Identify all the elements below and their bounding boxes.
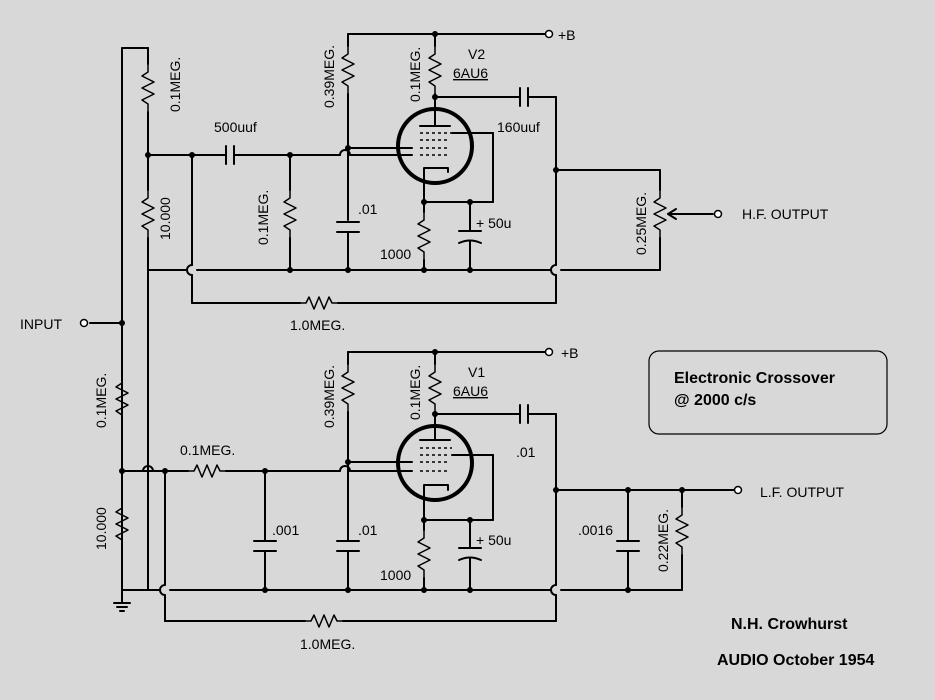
r-lf-screen-label: 0.39MEG. (321, 365, 337, 428)
lf-output-label: L.F. OUTPUT (760, 484, 844, 500)
c-hf-screen-label: .01 (358, 201, 378, 217)
v2-type-label: 6AU6 (453, 65, 488, 81)
r-hf-divider-top-label: 0.1MEG. (167, 57, 183, 112)
plus-b-label-hf: +B (558, 27, 576, 43)
c-lf-input-label: .001 (272, 522, 299, 538)
plus-b-label-lf: +B (561, 345, 579, 361)
v1-type-label: 6AU6 (453, 383, 488, 399)
v2-label: V2 (468, 46, 485, 62)
input-terminal[interactable] (79, 318, 89, 328)
r-hf-feedback-label: 1.0MEG. (290, 317, 345, 333)
hf-output-label: H.F. OUTPUT (742, 206, 829, 222)
credit-source: AUDIO October 1954 (717, 652, 874, 669)
r-lf-output-label: 0.22MEG. (655, 509, 671, 572)
tube-v2 (396, 107, 474, 185)
input-label: INPUT (20, 316, 62, 332)
c-lf-coupling-label: .01 (516, 444, 536, 460)
c-160uuf-label: 160uuf (497, 119, 540, 135)
v1-label: V1 (468, 364, 485, 380)
hf-input-divider (141, 47, 155, 591)
c-lf-output-label: .0016 (578, 522, 613, 538)
plus-b-terminal-lf[interactable] (544, 347, 554, 357)
title-box (648, 350, 888, 435)
lf-section-wiring (121, 349, 735, 628)
lf-output-terminal[interactable] (733, 485, 743, 495)
r-lf-divider-top-label: 0.1MEG. (93, 373, 109, 428)
r-lf-feedback-label: 1.0MEG. (300, 636, 355, 652)
r-hf-screen-label: 0.39MEG. (321, 45, 337, 108)
lf-input-divider (115, 374, 166, 591)
c-500uuf-label: 500uuf (214, 119, 257, 135)
r-hf-grid-label: 0.1MEG. (255, 190, 271, 245)
r-lf-divider-bottom-label: 10.000 (93, 507, 109, 550)
r-hf-cathode-label: 1000 (380, 246, 411, 262)
input-bus (89, 47, 149, 591)
hf-output-terminal[interactable] (713, 209, 723, 219)
r-hf-plate-label: 0.1MEG. (407, 47, 423, 102)
ground-symbol (113, 589, 131, 612)
plus-b-terminal-hf[interactable] (544, 29, 554, 39)
c-hf-cathode-label: + 50u (476, 215, 511, 231)
r-lf-plate-label: 0.1MEG. (407, 365, 423, 420)
tube-v1 (396, 424, 474, 502)
r-lf-cathode-label: 1000 (380, 567, 411, 583)
r-hf-divider-bottom-label: 10.000 (157, 197, 173, 240)
c-lf-screen-label: .01 (358, 522, 378, 538)
title-line-2: @ 2000 c/s (674, 392, 756, 409)
credit-author: N.H. Crowhurst (731, 616, 848, 633)
hf-section-wiring (147, 31, 714, 310)
r-hf-pot-label: 0.25MEG. (633, 192, 649, 255)
c-lf-cathode-label: + 50u (476, 532, 511, 548)
r-lf-input-label: 0.1MEG. (180, 442, 235, 458)
title-line-1: Electronic Crossover (674, 370, 835, 387)
